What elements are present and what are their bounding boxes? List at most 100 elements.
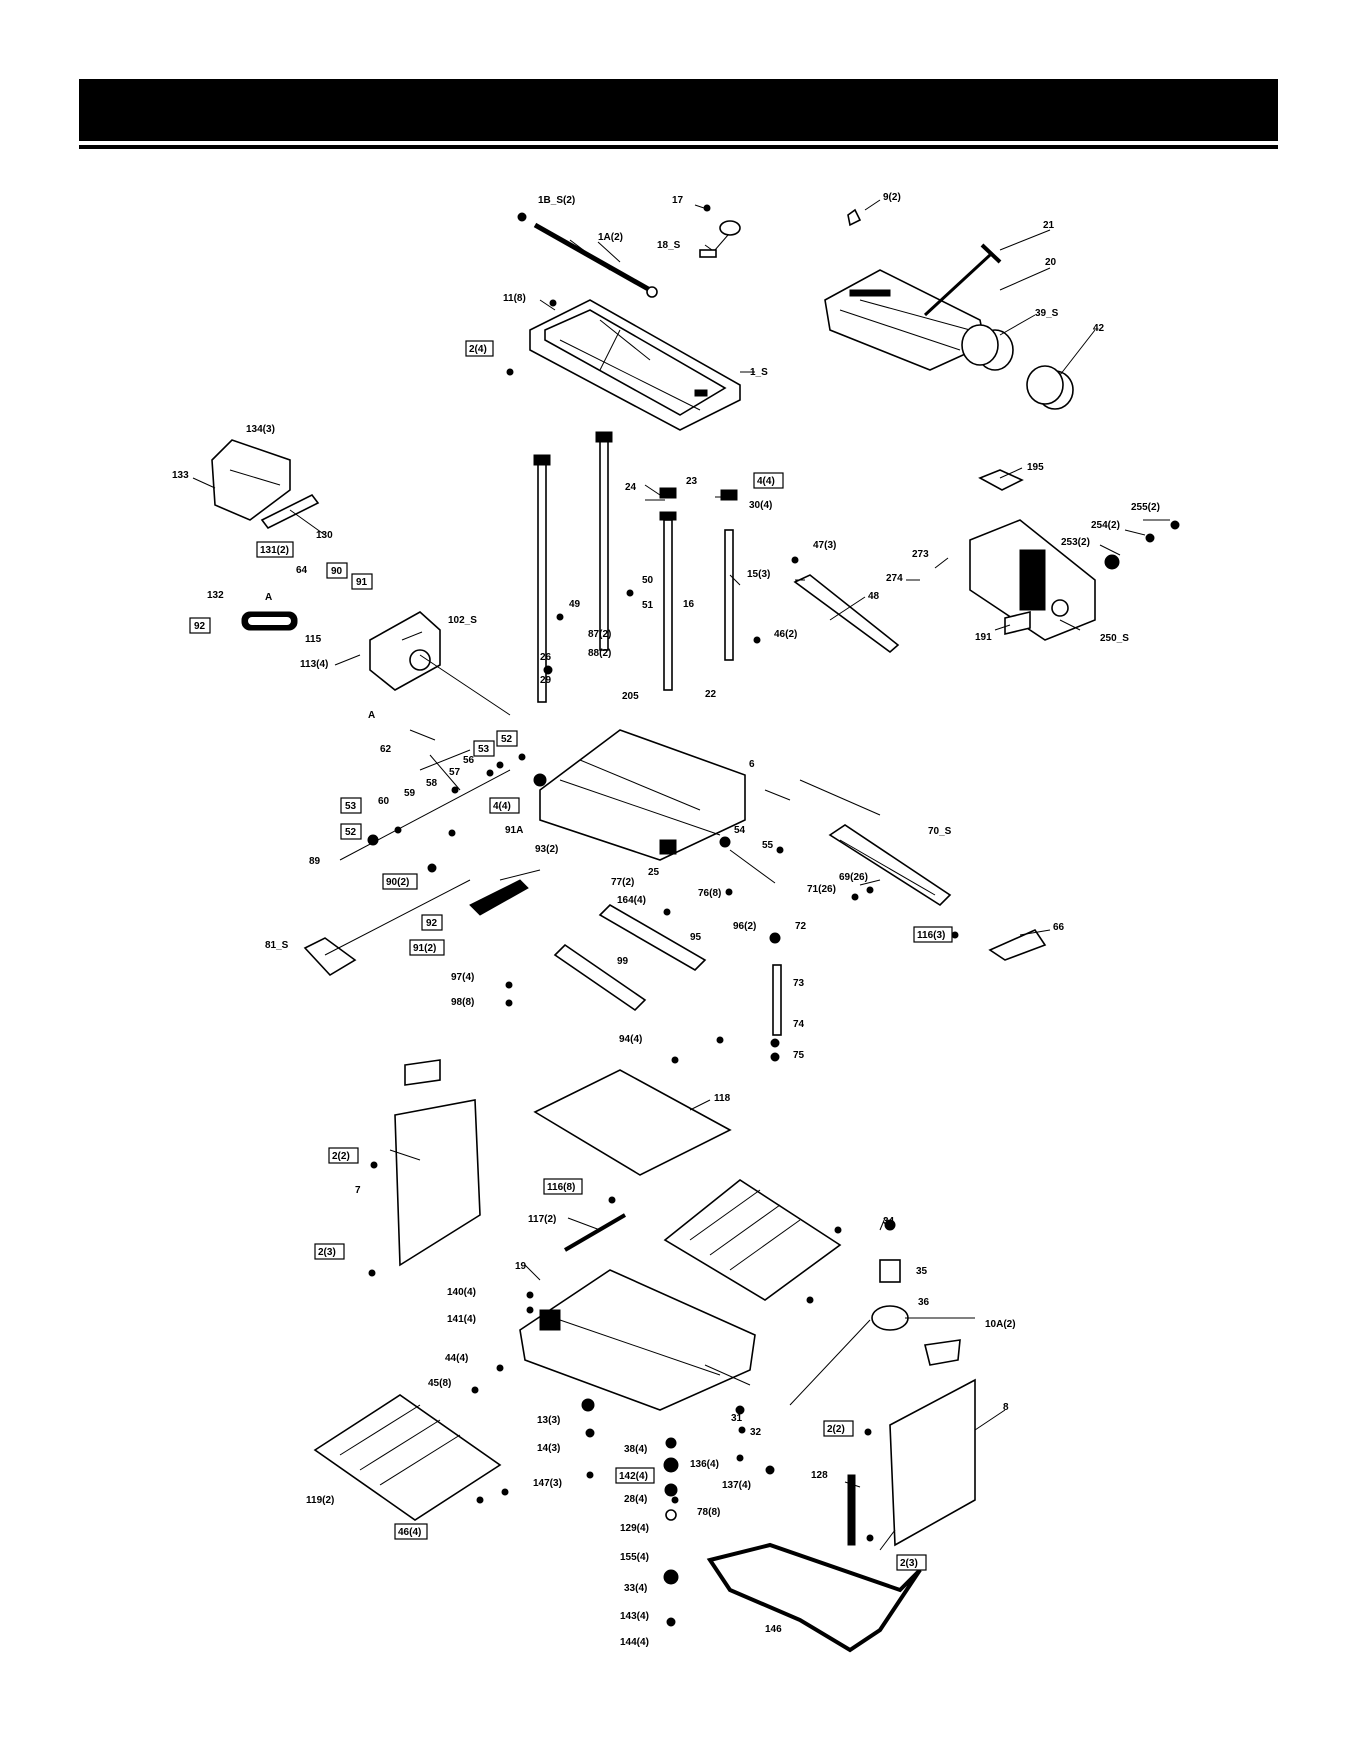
label-205: 205 xyxy=(622,691,639,702)
label-66: 66 xyxy=(1053,922,1065,933)
main-carriage xyxy=(539,729,746,861)
depth-rod-1a xyxy=(517,212,658,298)
roller-95 xyxy=(598,903,707,972)
label-102: 102_S xyxy=(448,615,477,626)
plate-118 xyxy=(533,1069,732,1176)
label-51: 51 xyxy=(642,600,654,611)
header-bar xyxy=(79,79,1278,141)
label-64: 64 xyxy=(296,565,308,576)
label-4-4b: 4(4) xyxy=(493,801,511,812)
label-36: 36 xyxy=(918,1297,930,1308)
label-30: 30(4) xyxy=(749,500,772,511)
label-6: 6 xyxy=(749,759,755,770)
label-146: 146 xyxy=(765,1624,782,1635)
label-73: 73 xyxy=(793,978,805,989)
bracket-81s xyxy=(303,937,357,977)
label-46: 46(2) xyxy=(774,629,797,640)
shaft-117 xyxy=(563,1213,627,1252)
label-2-3a: 2(3) xyxy=(318,1247,336,1258)
label-116b: 116(8) xyxy=(547,1182,575,1193)
label-250: 250_S xyxy=(1100,633,1129,644)
label-2-2b: 2(2) xyxy=(827,1424,845,1435)
label-87: 87(2) xyxy=(588,629,611,640)
label-53a: 53 xyxy=(478,744,490,755)
leader-lines xyxy=(192,199,1170,1551)
label-273: 273 xyxy=(912,549,929,560)
label-24: 24 xyxy=(625,482,637,493)
table-right xyxy=(663,1179,842,1301)
label-23: 23 xyxy=(686,476,698,487)
label-28: 28(4) xyxy=(624,1494,647,1505)
label-130: 130 xyxy=(316,530,333,541)
label-44: 44(4) xyxy=(445,1353,468,1364)
label-1s: 1_S xyxy=(750,367,768,378)
label-133: 133 xyxy=(172,470,189,481)
label-90b: 90(2) xyxy=(386,877,409,888)
label-52a: 52 xyxy=(501,734,513,745)
label-a2: A xyxy=(368,710,375,721)
label-57: 57 xyxy=(449,767,461,778)
label-60: 60 xyxy=(378,796,390,807)
column-16 xyxy=(659,487,677,691)
fasteners xyxy=(367,204,1180,1542)
label-118: 118 xyxy=(714,1093,731,1104)
label-1a: 1A(2) xyxy=(598,232,623,243)
label-274: 274 xyxy=(886,573,903,584)
label-62: 62 xyxy=(380,744,392,755)
label-136: 136(4) xyxy=(690,1459,719,1470)
header-rule xyxy=(79,145,1278,149)
label-8: 8 xyxy=(1003,1402,1009,1413)
label-52b: 52 xyxy=(345,827,357,838)
label-92a: 92 xyxy=(194,621,206,632)
label-116a: 116(3) xyxy=(917,930,945,941)
label-45: 45(8) xyxy=(428,1378,451,1389)
label-155: 155(4) xyxy=(620,1552,649,1563)
label-76: 76(8) xyxy=(698,888,721,899)
label-7: 7 xyxy=(355,1185,361,1196)
label-92b: 92 xyxy=(426,918,438,929)
label-38: 38(4) xyxy=(624,1444,647,1455)
side-panel-8 xyxy=(889,1339,976,1547)
label-48: 48 xyxy=(868,591,880,602)
label-113: 113(4) xyxy=(300,659,328,670)
label-115: 115 xyxy=(305,634,322,645)
cutterhead-70s xyxy=(828,824,952,907)
label-1b: 1B_S(2) xyxy=(538,195,575,206)
label-91b: 91(2) xyxy=(413,943,436,954)
label-141: 141(4) xyxy=(447,1314,476,1325)
label-56: 56 xyxy=(463,755,475,766)
label-97: 97(4) xyxy=(451,972,474,983)
label-254: 254(2) xyxy=(1091,520,1120,531)
label-70: 70_S xyxy=(928,826,952,837)
label-29: 29 xyxy=(540,675,552,686)
label-14: 14(3) xyxy=(537,1443,560,1454)
label-35: 35 xyxy=(916,1266,928,1277)
label-81: 81_S xyxy=(265,940,289,951)
label-134: 134(3) xyxy=(246,424,275,435)
label-95: 95 xyxy=(690,932,702,943)
label-147: 147(3) xyxy=(533,1478,562,1489)
stack-parts xyxy=(663,1437,679,1627)
plate-195 xyxy=(978,469,1024,491)
gearbox-102s xyxy=(369,611,441,691)
label-18: 18_S xyxy=(657,240,681,251)
label-75: 75 xyxy=(793,1050,805,1061)
label-49: 49 xyxy=(569,599,581,610)
label-99: 99 xyxy=(617,956,629,967)
label-22: 22 xyxy=(705,689,717,700)
label-32: 32 xyxy=(750,1427,762,1438)
side-panel-7 xyxy=(394,1059,481,1267)
label-98: 98(8) xyxy=(451,997,474,1008)
label-4-4a: 4(4) xyxy=(757,476,775,487)
label-69: 69(26) xyxy=(839,872,868,883)
label-71: 71(26) xyxy=(807,884,836,895)
label-91a: 91 xyxy=(356,577,368,588)
base-19 xyxy=(519,1269,756,1411)
label-131: 131(2) xyxy=(260,545,289,556)
knob-18s xyxy=(699,220,741,258)
label-58: 58 xyxy=(426,778,438,789)
belt-191 xyxy=(1004,610,1031,636)
label-33: 33(4) xyxy=(624,1583,647,1594)
label-164: 164(4) xyxy=(617,895,646,906)
